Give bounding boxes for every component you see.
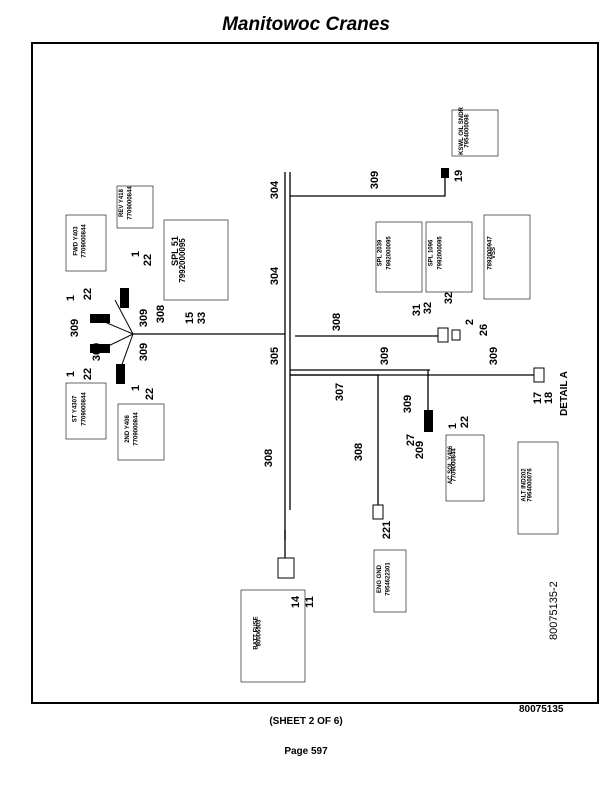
drawing-part-number: 80075135-2: [548, 581, 560, 640]
callout-1e: 1: [447, 422, 460, 430]
table-alt-part: 7964000076: [527, 468, 534, 502]
callout-14: 14: [290, 595, 303, 609]
callout-15: 15: [184, 311, 197, 325]
table-spl1096-name: SPL 1096: [428, 239, 435, 267]
table-vss-part: 7892000947: [487, 236, 494, 270]
connector-31: [437, 327, 449, 343]
table-kswl: [451, 109, 499, 157]
callout-19: 19: [453, 169, 466, 183]
callout-309c: 309: [138, 342, 151, 362]
connector-2: [451, 329, 461, 341]
connector-acsol: [424, 410, 433, 432]
connectors: [90, 168, 545, 579]
wire-309-to-19: [290, 178, 446, 197]
callout-2: 2: [464, 318, 477, 326]
callout-1d: 1: [130, 384, 143, 392]
table-spl51-part: 7992000095: [177, 238, 187, 283]
wire-label: 308: [353, 442, 366, 462]
wire-harness: [99, 172, 535, 560]
wire-label: 309: [379, 346, 392, 366]
table-batt: [240, 589, 306, 683]
wire-label: 309: [402, 394, 415, 414]
callout-18: 18: [543, 391, 556, 405]
table-st-part: 7709000844: [81, 392, 88, 426]
table-fwd: [65, 214, 107, 272]
wire-label: 304: [269, 266, 282, 286]
table-spl1096-part: 7992000095: [437, 236, 444, 270]
table-batt-part: 80006503: [256, 619, 263, 647]
connector-tables: [65, 109, 559, 683]
connector-221: [372, 504, 384, 520]
table-spl2039-name: SPL 2039: [377, 239, 384, 267]
table-acsol: [445, 434, 485, 502]
table-st: [65, 382, 107, 440]
table-2nd: [117, 403, 165, 461]
wire-label: 304: [269, 180, 282, 200]
connector-14: [277, 557, 295, 579]
table-vss: [483, 214, 531, 300]
callout-22d: 22: [144, 387, 157, 401]
sheet-label: (SHEET 2 OF 6): [269, 716, 343, 727]
table-rev-part: 7709000844: [127, 186, 134, 220]
wire-label: 309: [369, 170, 382, 190]
connector-2nd: [116, 364, 125, 384]
callout-309b: 309: [138, 308, 151, 328]
callout-209: 209: [414, 440, 427, 460]
table-spl2039: [375, 221, 423, 293]
table-st-name: ST Y4307: [72, 395, 79, 423]
connector-st: [90, 344, 110, 353]
callout-22a: 22: [142, 253, 155, 267]
wire-307-to-221: [290, 374, 379, 505]
table-fwd-name: FWD Y403: [73, 226, 80, 256]
callout-1b: 1: [65, 294, 78, 302]
callout-11: 11: [303, 596, 316, 608]
callout-32a: 32: [422, 301, 435, 315]
wire-label: 308: [155, 304, 168, 324]
drawing-frame: [31, 42, 599, 704]
document-number: 80075135: [519, 704, 564, 715]
callout-221: 221: [381, 520, 394, 540]
table-rev-name: REV Y418: [118, 189, 125, 217]
table-spl51: [163, 219, 229, 301]
table-kswl-part: 7954000098: [464, 114, 471, 148]
wire-label: 309: [91, 342, 104, 362]
table-acsol-part: 7709000844: [451, 448, 458, 482]
callout-22c: 22: [82, 367, 95, 381]
callout-22e: 22: [459, 415, 472, 429]
callout-33: 33: [196, 311, 209, 325]
wire-label: 307: [334, 382, 347, 402]
page-title: Manitowoc Cranes: [222, 14, 390, 35]
table-fwd-part: 7709000844: [81, 224, 88, 258]
wire-label: 309: [488, 346, 501, 366]
callout-32b: 32: [443, 291, 456, 305]
detail-a-label: DETAIL A: [558, 371, 570, 416]
connector-19: [441, 168, 449, 178]
connector-rev: [90, 314, 110, 323]
table-2nd-part: 7709000844: [133, 412, 140, 446]
table-2nd-name: 2ND Y408: [124, 415, 131, 443]
table-eng-part: 7954622301: [385, 562, 392, 596]
callout-1c: 1: [65, 370, 78, 378]
connector-fwd: [120, 288, 129, 308]
connector-17: [533, 367, 545, 383]
wire-label: 308: [331, 312, 344, 332]
wire-label: 308: [263, 448, 276, 468]
table-eng-name: ENG GND: [377, 564, 384, 594]
callout-26: 26: [478, 323, 491, 337]
branch-1: [114, 299, 134, 335]
table-rev: [116, 185, 154, 229]
callout-309a: 309: [69, 318, 82, 338]
callout-1a: 1: [130, 250, 143, 258]
wire-label: 305: [269, 346, 282, 366]
table-spl1096: [425, 221, 473, 293]
table-alt: [517, 441, 559, 535]
page-number: Page 597: [284, 746, 328, 757]
table-spl2039-part: 7992000095: [386, 236, 393, 270]
table-eng: [373, 549, 407, 613]
callout-22b: 22: [82, 287, 95, 301]
